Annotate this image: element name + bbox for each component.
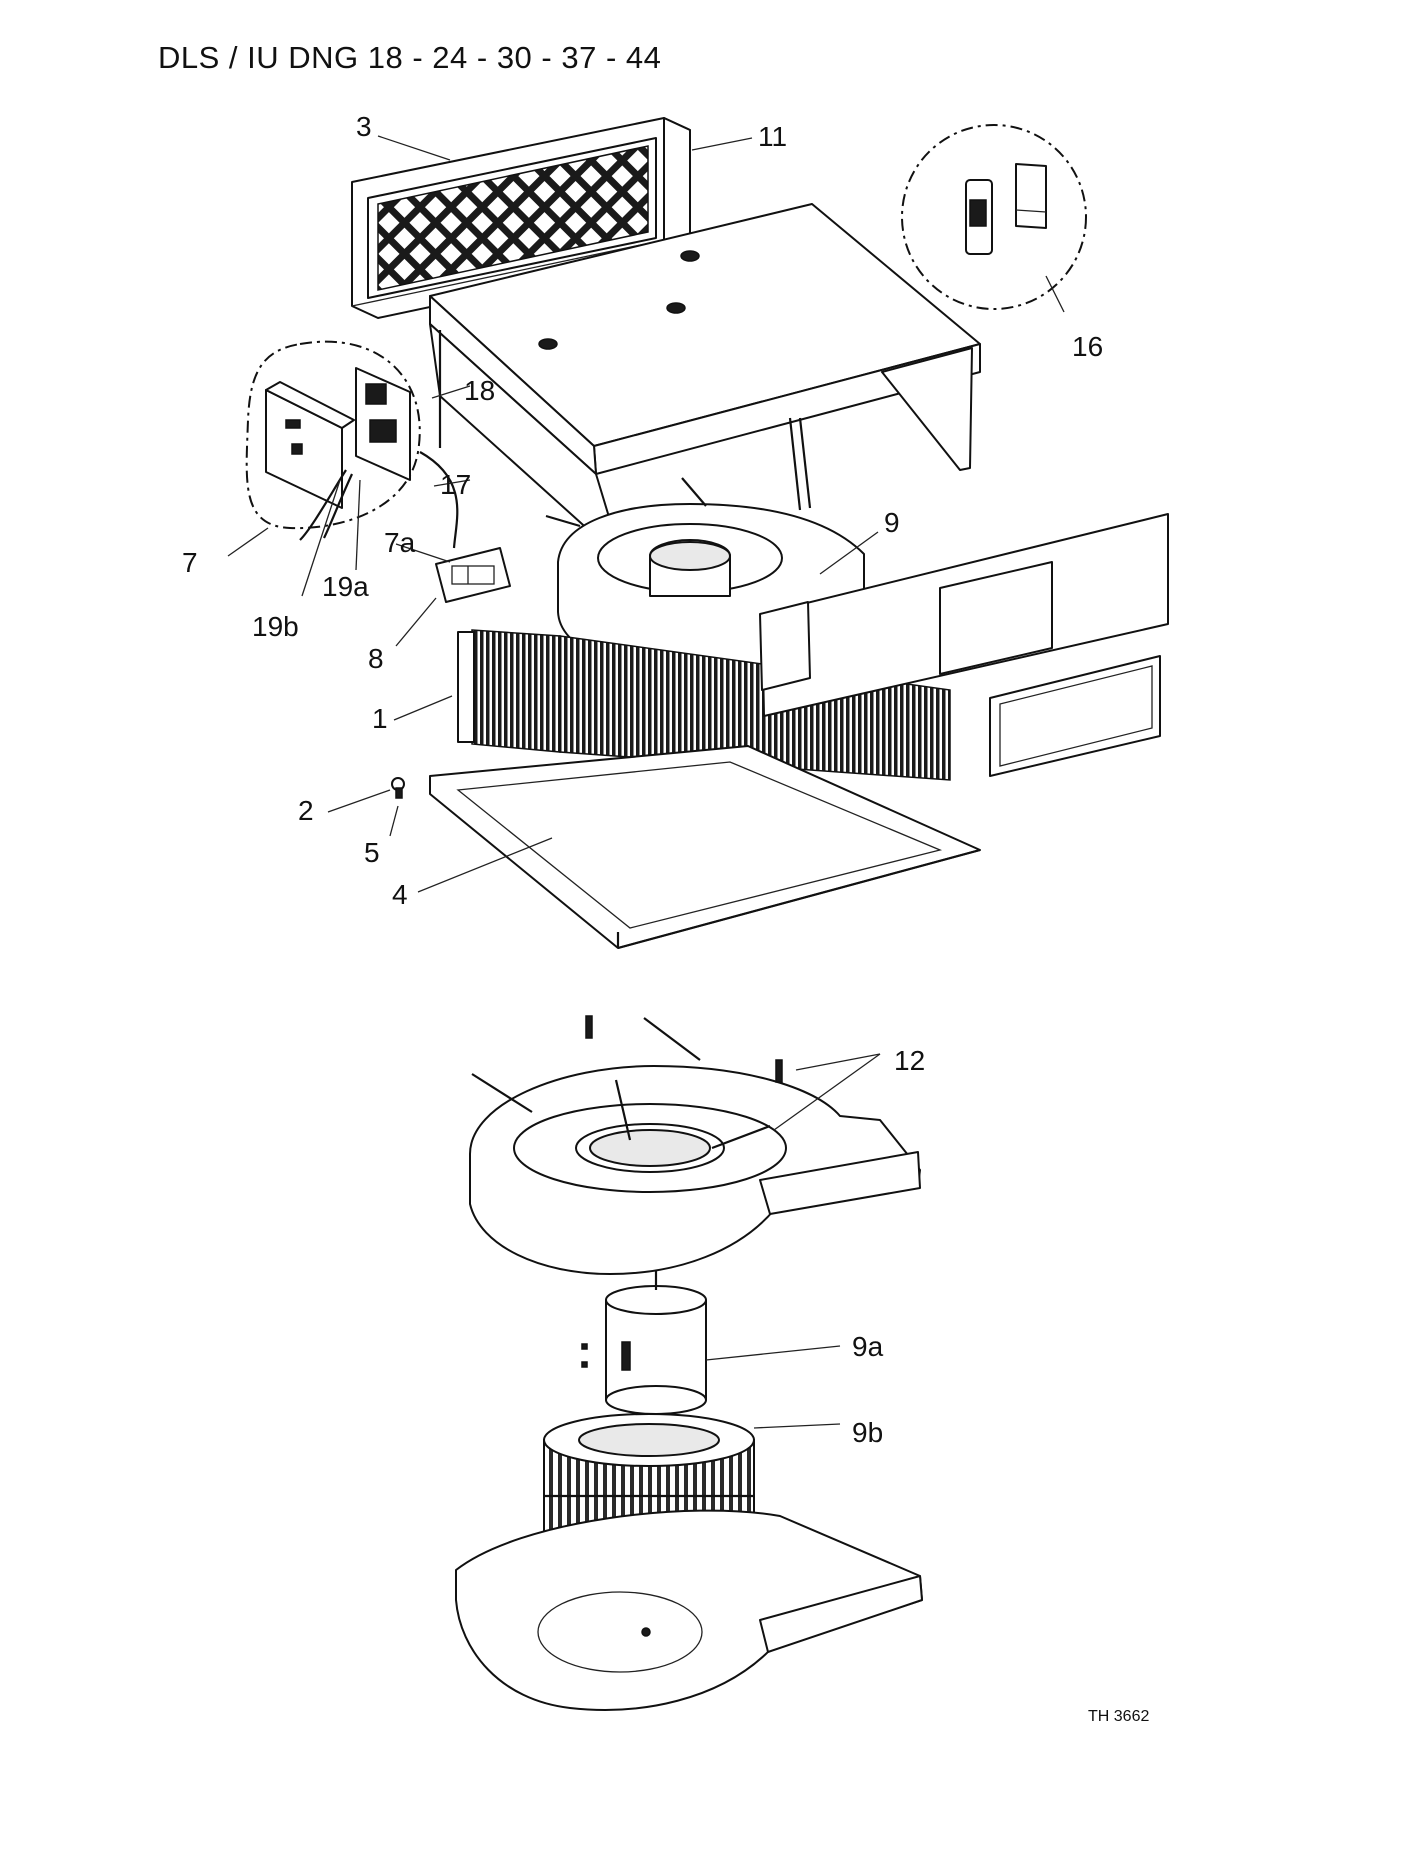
diagram-title: DLS / IU DNG 18 - 24 - 30 - 37 - 44 — [158, 40, 662, 75]
callout-16: 16 — [1072, 331, 1103, 362]
callout-7a: 7a — [384, 527, 416, 558]
callout-19b: 19b — [252, 611, 299, 642]
blower-housing-bottom — [455, 1509, 923, 1711]
callout-18: 18 — [464, 375, 495, 406]
callout-17: 17 — [440, 469, 471, 500]
callout-9a: 9a — [852, 1331, 884, 1362]
callout-9: 9 — [884, 507, 900, 538]
callout-8: 8 — [368, 643, 384, 674]
top-cover-panel — [429, 203, 981, 561]
evaporator-coil — [457, 629, 951, 781]
side-panel — [759, 513, 1169, 717]
callout-4: 4 — [392, 879, 408, 910]
callout-5: 5 — [364, 837, 380, 868]
blower-housing-top — [469, 1015, 921, 1275]
access-panel — [989, 655, 1161, 777]
callout-9b: 9b — [852, 1417, 883, 1448]
callout-1: 1 — [372, 703, 388, 734]
callout-19a: 19a — [322, 571, 369, 602]
remote-control-group — [901, 124, 1087, 310]
callout-3: 3 — [356, 111, 372, 142]
callout-2: 2 — [298, 795, 314, 826]
control-box-group — [245, 330, 459, 549]
blower-motor — [581, 1270, 707, 1415]
drain-pan — [429, 745, 981, 950]
drain-plug — [391, 777, 405, 799]
callout-12: 12 — [894, 1045, 925, 1076]
callout-7: 7 — [182, 547, 198, 578]
display-unit — [435, 547, 511, 603]
callout-11: 11 — [758, 121, 787, 152]
drawing-code: TH 3662 — [1088, 1708, 1150, 1725]
leader-lines — [227, 135, 1065, 1429]
callout-labels: 3 11 16 18 17 9 7a 7 19a 19b 8 1 2 5 4 1… — [182, 111, 1103, 1448]
